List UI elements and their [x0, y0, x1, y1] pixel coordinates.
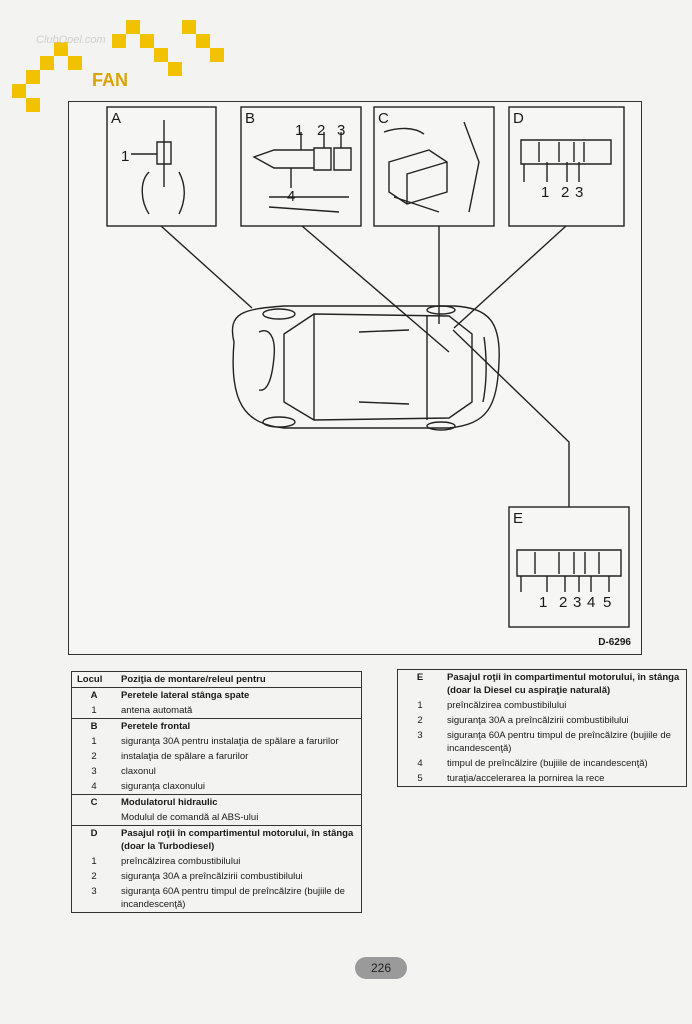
- row-value: Peretele lateral stânga spate: [121, 690, 250, 701]
- table-row: 3 siguranţa 60A pentru timpul de preîncăl…: [72, 884, 362, 913]
- row-key: 2: [91, 751, 97, 762]
- inset-b-callout-4: 4: [287, 188, 296, 205]
- row-value: claxonul: [121, 766, 156, 777]
- row-value: siguranţa 60A pentru timpul de preîncălz…: [447, 730, 671, 754]
- col-header-pozitia: Poziţia de montare/releul pentru: [116, 671, 362, 688]
- inset-a-callout-1: 1: [121, 148, 130, 165]
- inset-e-callout-3: 3: [573, 594, 582, 611]
- row-key: 3: [417, 730, 423, 741]
- legend-table-right: E Pasajul roţii în compartimentul motorul…: [397, 669, 687, 787]
- inset-e-callout-2: 2: [559, 594, 568, 611]
- inset-a-box: [106, 106, 217, 227]
- row-key: E: [416, 672, 424, 683]
- row-key: 1: [91, 736, 97, 747]
- table-row: Modulul de comandă al ABS-ului: [72, 810, 362, 826]
- inset-d-callout-1: 1: [541, 184, 550, 201]
- inset-d-callout-3: 3: [575, 184, 584, 201]
- inset-b-callout-1: 1: [295, 122, 304, 139]
- diagram-drawing: [106, 106, 630, 628]
- inset-b-box: [240, 106, 362, 227]
- legend-right-body: E Pasajul roţii în compartimentul motorul…: [398, 670, 687, 787]
- table-row: 2 instalaţia de spălare a farurilor: [72, 749, 362, 764]
- row-value: preîncălzirea combustibilului: [447, 700, 567, 711]
- logo-site-text: ClubOpel.com: [36, 34, 106, 46]
- col-header-locul: Locul: [71, 671, 116, 688]
- row-value: antena automată: [121, 705, 193, 716]
- diagram-code: D-6296: [598, 637, 631, 648]
- legend-left-body: A Peretele lateral stânga spate 1 antena au…: [71, 688, 362, 913]
- inset-c-box: [373, 106, 495, 227]
- row-key: 2: [91, 871, 97, 882]
- inset-b-label: B: [245, 110, 256, 127]
- table-row: 5 turaţia/accelerarea la pornirea la rece: [398, 771, 687, 787]
- row-value: turaţia/accelerarea la pornirea la rece: [447, 773, 605, 784]
- row-key: 4: [91, 781, 97, 792]
- row-key: A: [90, 690, 98, 701]
- row-key: 1: [417, 700, 423, 711]
- row-value: preîncălzirea combustibilului: [121, 856, 241, 867]
- row-value: timpul de preîncălzire (bujiile de incan…: [447, 758, 648, 769]
- row-key: 2: [417, 715, 423, 726]
- logo-brand-text: FAN: [92, 70, 128, 90]
- row-value: Pasajul roţii în compartimentul motorulu…: [116, 825, 362, 854]
- row-key: 4: [417, 758, 423, 769]
- table-row: 1 siguranţa 30A pentru instalaţia de spăl…: [72, 734, 362, 749]
- inset-c-label: C: [378, 110, 389, 127]
- row-key: 3: [91, 886, 97, 897]
- table-row: 1 preîncălzirea combustibilului: [72, 854, 362, 869]
- inset-d-callout-2: 2: [561, 184, 570, 201]
- row-value: siguranţa claxonului: [121, 781, 205, 792]
- table-row: 4 timpul de preîncălzire (bujiile de inca…: [398, 756, 687, 771]
- inset-b-callout-3: 3: [337, 122, 346, 139]
- legend-table-left: Locul Poziţia de montare/releul pentru A…: [71, 671, 362, 913]
- inset-d-label: D: [513, 110, 524, 127]
- table-row: 4 siguranţa claxonului: [72, 779, 362, 795]
- row-value: Peretele frontal: [116, 718, 362, 734]
- page-number-badge: 226: [355, 957, 407, 979]
- row-value: siguranţa 60A pentru timpul de preîncălz…: [121, 886, 345, 910]
- table-row: 1 antena automată: [72, 703, 362, 719]
- row-value: Modulatorul hidraulic: [116, 794, 362, 810]
- clubopel-logo: [8, 6, 238, 116]
- row-key: 3: [91, 766, 97, 777]
- inset-e-callout-1: 1: [539, 594, 548, 611]
- row-key: B: [71, 718, 116, 734]
- row-value: Modulul de comandă al ABS-ului: [121, 812, 259, 823]
- row-value: siguranţa 30A a preîncălzirii combustibi…: [447, 715, 629, 726]
- row-key: 1: [91, 705, 97, 716]
- row-value: Pasajul roţii în compartimentul motorulu…: [447, 672, 680, 696]
- inset-a-label: A: [111, 110, 122, 127]
- row-key: D: [71, 825, 116, 854]
- table-row: E Pasajul roţii în compartimentul motorul…: [398, 670, 687, 699]
- inset-d-box: [508, 106, 625, 227]
- table-row: 2 siguranţa 30A a preîncălzirii combustib…: [398, 713, 687, 728]
- table-row: 2 siguranţa 30A a preîncălzirii combustib…: [72, 869, 362, 884]
- row-key: [72, 810, 117, 826]
- inset-e-callout-5: 5: [603, 594, 612, 611]
- table-row: 3 siguranţa 60A pentru timpul de preîncăl…: [398, 728, 687, 756]
- inset-b-callout-2: 2: [317, 122, 326, 139]
- row-key: 1: [91, 856, 97, 867]
- row-value: siguranţa 30A a preîncălzirii combustibi…: [121, 871, 303, 882]
- row-value: instalaţia de spălare a farurilor: [121, 751, 249, 762]
- inset-e-label: E: [513, 510, 524, 527]
- table-row: 1 preîncălzirea combustibilului: [398, 698, 687, 713]
- row-value: siguranţa 30A pentru instalaţia de spăla…: [121, 736, 339, 747]
- row-key: 5: [417, 773, 423, 784]
- row-key: C: [71, 794, 116, 810]
- fuse-location-diagram: A 1 B 1 2 3 4 C D 1 2 3 E 1 2 3 4 5 D-62…: [68, 101, 642, 655]
- table-row: 3 claxonul: [72, 764, 362, 779]
- inset-e-callout-4: 4: [587, 594, 596, 611]
- table-row: A Peretele lateral stânga spate: [72, 688, 362, 704]
